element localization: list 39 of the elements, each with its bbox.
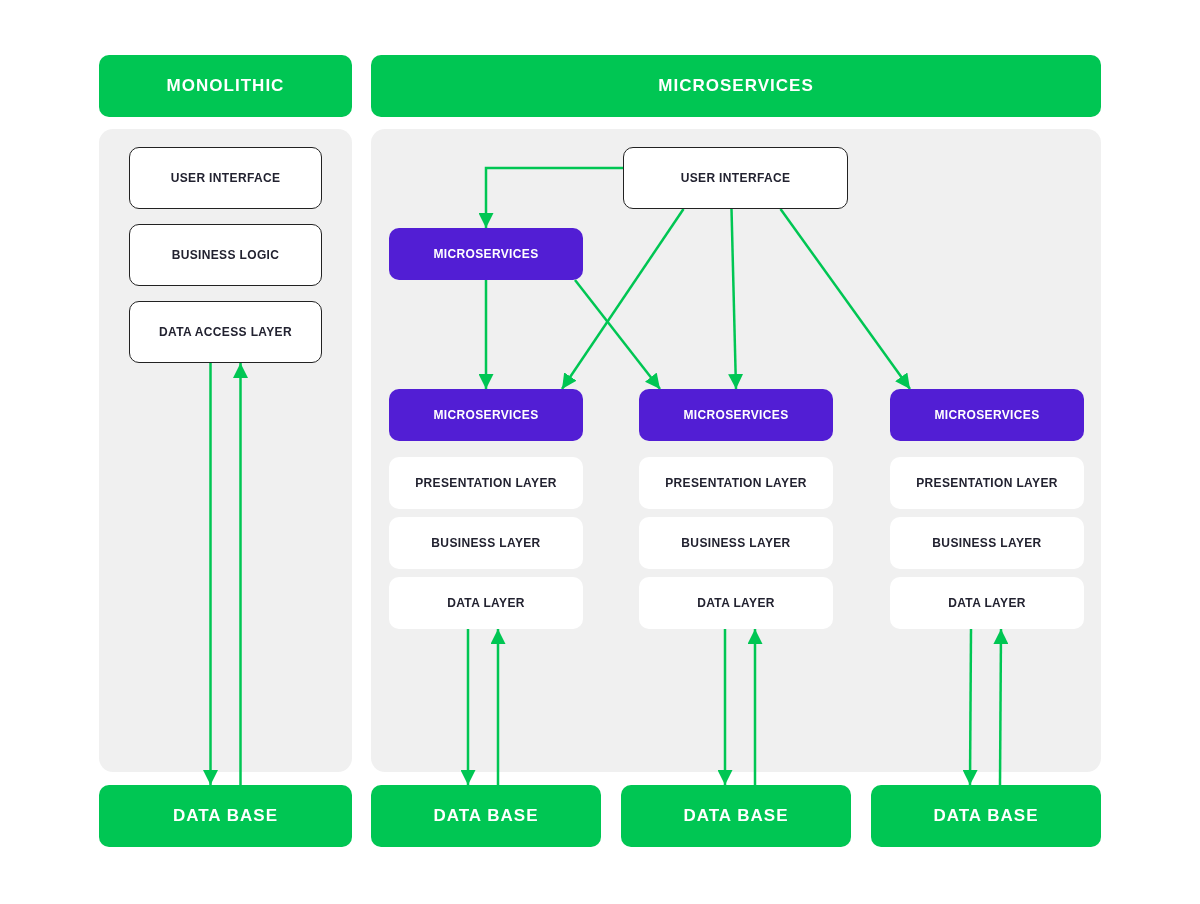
header-box: DATA BASE [621,785,851,847]
layer-box: PRESENTATION LAYER [639,457,833,509]
arrow [779,208,911,390]
arrow [717,629,733,785]
arrow [993,629,1009,785]
arrow [747,629,763,785]
layer-box: USER INTERFACE [129,147,322,209]
layer-box: DATA LAYER [890,577,1084,629]
layer-box: BUSINESS LAYER [389,517,583,569]
header-box: DATA BASE [371,785,601,847]
arrow [478,280,494,389]
arrow [233,363,248,785]
panel-background [371,129,1101,772]
layer-box: DATA ACCESS LAYER [129,301,322,363]
layer-box: DATA LAYER [389,577,583,629]
arrow [574,279,661,390]
header-box: MICROSERVICES [371,55,1101,117]
service-box: MICROSERVICES [639,389,833,441]
layer-box: USER INTERFACE [623,147,848,209]
arrow [560,208,685,390]
layer-box: BUSINESS LAYER [639,517,833,569]
arrow [203,363,218,785]
header-box: MONOLITHIC [99,55,352,117]
layer-box: DATA LAYER [639,577,833,629]
arrow [962,629,978,785]
arrow [478,166,623,228]
layer-box: PRESENTATION LAYER [890,457,1084,509]
arrow [490,629,506,785]
service-box: MICROSERVICES [389,389,583,441]
header-box: DATA BASE [871,785,1101,847]
service-box: MICROSERVICES [389,228,583,280]
header-box: DATA BASE [99,785,352,847]
service-box: MICROSERVICES [890,389,1084,441]
layer-box: BUSINESS LAYER [890,517,1084,569]
arrow [728,208,744,390]
arrow [460,629,476,785]
panel-background [99,129,352,772]
layer-box: BUSINESS LOGIC [129,224,322,286]
layer-box: PRESENTATION LAYER [389,457,583,509]
